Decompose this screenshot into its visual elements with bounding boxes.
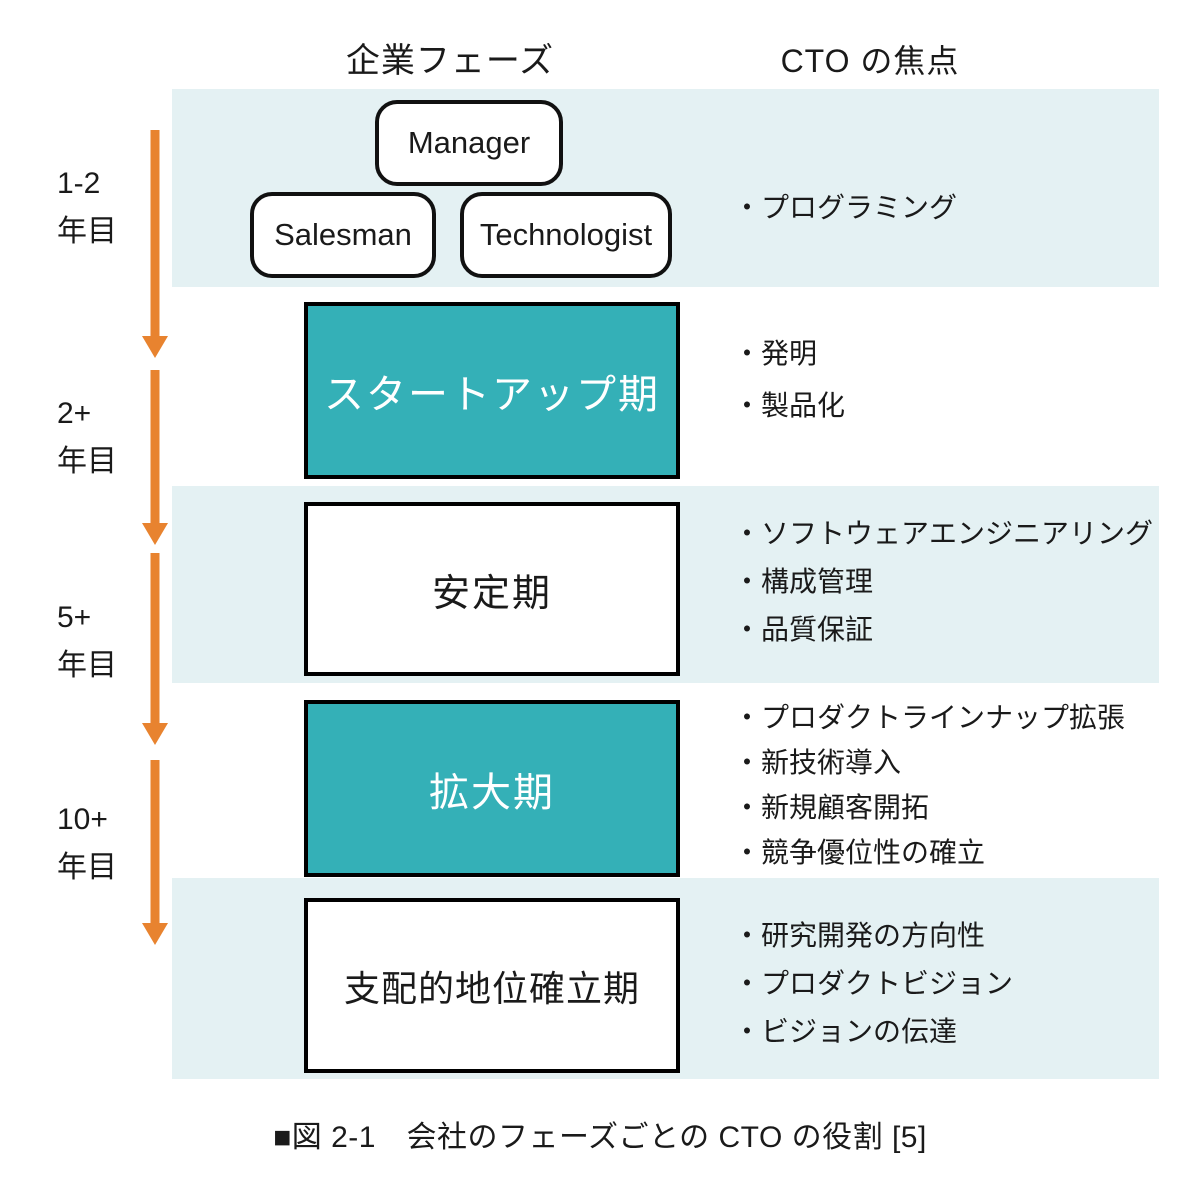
years-unit: 年目: [57, 445, 117, 478]
focus-item: ・プログラミング: [733, 192, 958, 223]
arrow-shaft: [150, 760, 160, 925]
arrow-down-icon: [142, 723, 168, 745]
years-value: 2+: [57, 397, 92, 430]
phase-box-stable: 安定期: [304, 502, 680, 676]
years-value: 5+: [57, 601, 92, 634]
arrow-shaft: [150, 130, 160, 338]
focus-item: ・発明: [733, 338, 818, 369]
focus-item: ・競争優位性の確立: [733, 837, 986, 868]
focus-list-row-1: ・プログラミング: [733, 190, 1173, 226]
phase-box-startup: スタートアップ期: [304, 302, 680, 479]
years-value: 10+: [57, 803, 108, 836]
focus-item: ・製品化: [733, 390, 846, 421]
focus-list-dominance: ・研究開発の方向性 ・プロダクトビジョン ・ビジョンの伝達: [733, 918, 1173, 1062]
timeline-label-years-1-2: 1-2 年目: [57, 160, 152, 256]
focus-list-stable: ・ソフトウェアエンジニアリング ・構成管理 ・品質保証: [733, 516, 1173, 660]
timeline-label-years-5plus: 5+ 年目: [57, 594, 152, 690]
timeline-arrow-3: [142, 553, 168, 745]
timeline-label-years-10plus: 10+ 年目: [57, 796, 152, 892]
focus-list-startup: ・発明 ・製品化: [733, 336, 1173, 440]
focus-item: ・研究開発の方向性: [733, 920, 986, 951]
focus-item: ・構成管理: [733, 566, 874, 597]
timeline-arrow-4: [142, 760, 168, 945]
focus-list-expansion: ・プロダクトラインナップ拡張 ・新技術導入 ・新規顧客開拓 ・競争優位性の確立: [733, 700, 1173, 880]
arrow-shaft: [150, 370, 160, 525]
years-unit: 年目: [57, 649, 117, 682]
years-unit: 年目: [57, 215, 117, 248]
focus-item: ・新技術導入: [733, 747, 902, 778]
arrow-down-icon: [142, 523, 168, 545]
role-box-salesman: Salesman: [250, 192, 436, 278]
figure-caption: ■図 2-1 会社のフェーズごとの CTO の役割 [5]: [273, 1121, 927, 1154]
focus-item: ・品質保証: [733, 614, 874, 645]
focus-item: ・ビジョンの伝達: [733, 1016, 958, 1047]
arrow-down-icon: [142, 923, 168, 945]
focus-item: ・プロダクトラインナップ拡張: [733, 702, 1126, 733]
timeline-arrow-2: [142, 370, 168, 545]
timeline-arrow-1: [142, 130, 168, 358]
years-value: 1-2: [57, 167, 101, 200]
timeline-label-years-2plus: 2+ 年目: [57, 390, 152, 486]
role-box-manager: Manager: [375, 100, 563, 186]
arrow-down-icon: [142, 336, 168, 358]
phase-box-dominance: 支配的地位確立期: [304, 898, 680, 1073]
column-header-cto-focus: CTO の焦点: [780, 43, 960, 79]
years-unit: 年目: [57, 851, 117, 884]
phase-box-expansion: 拡大期: [304, 700, 680, 877]
role-box-technologist: Technologist: [460, 192, 672, 278]
focus-item: ・新規顧客開拓: [733, 792, 930, 823]
arrow-shaft: [150, 553, 160, 725]
column-header-company-phase: 企業フェーズ: [345, 42, 555, 80]
focus-item: ・プロダクトビジョン: [733, 968, 1014, 999]
focus-item: ・ソフトウェアエンジニアリング: [733, 518, 1154, 549]
